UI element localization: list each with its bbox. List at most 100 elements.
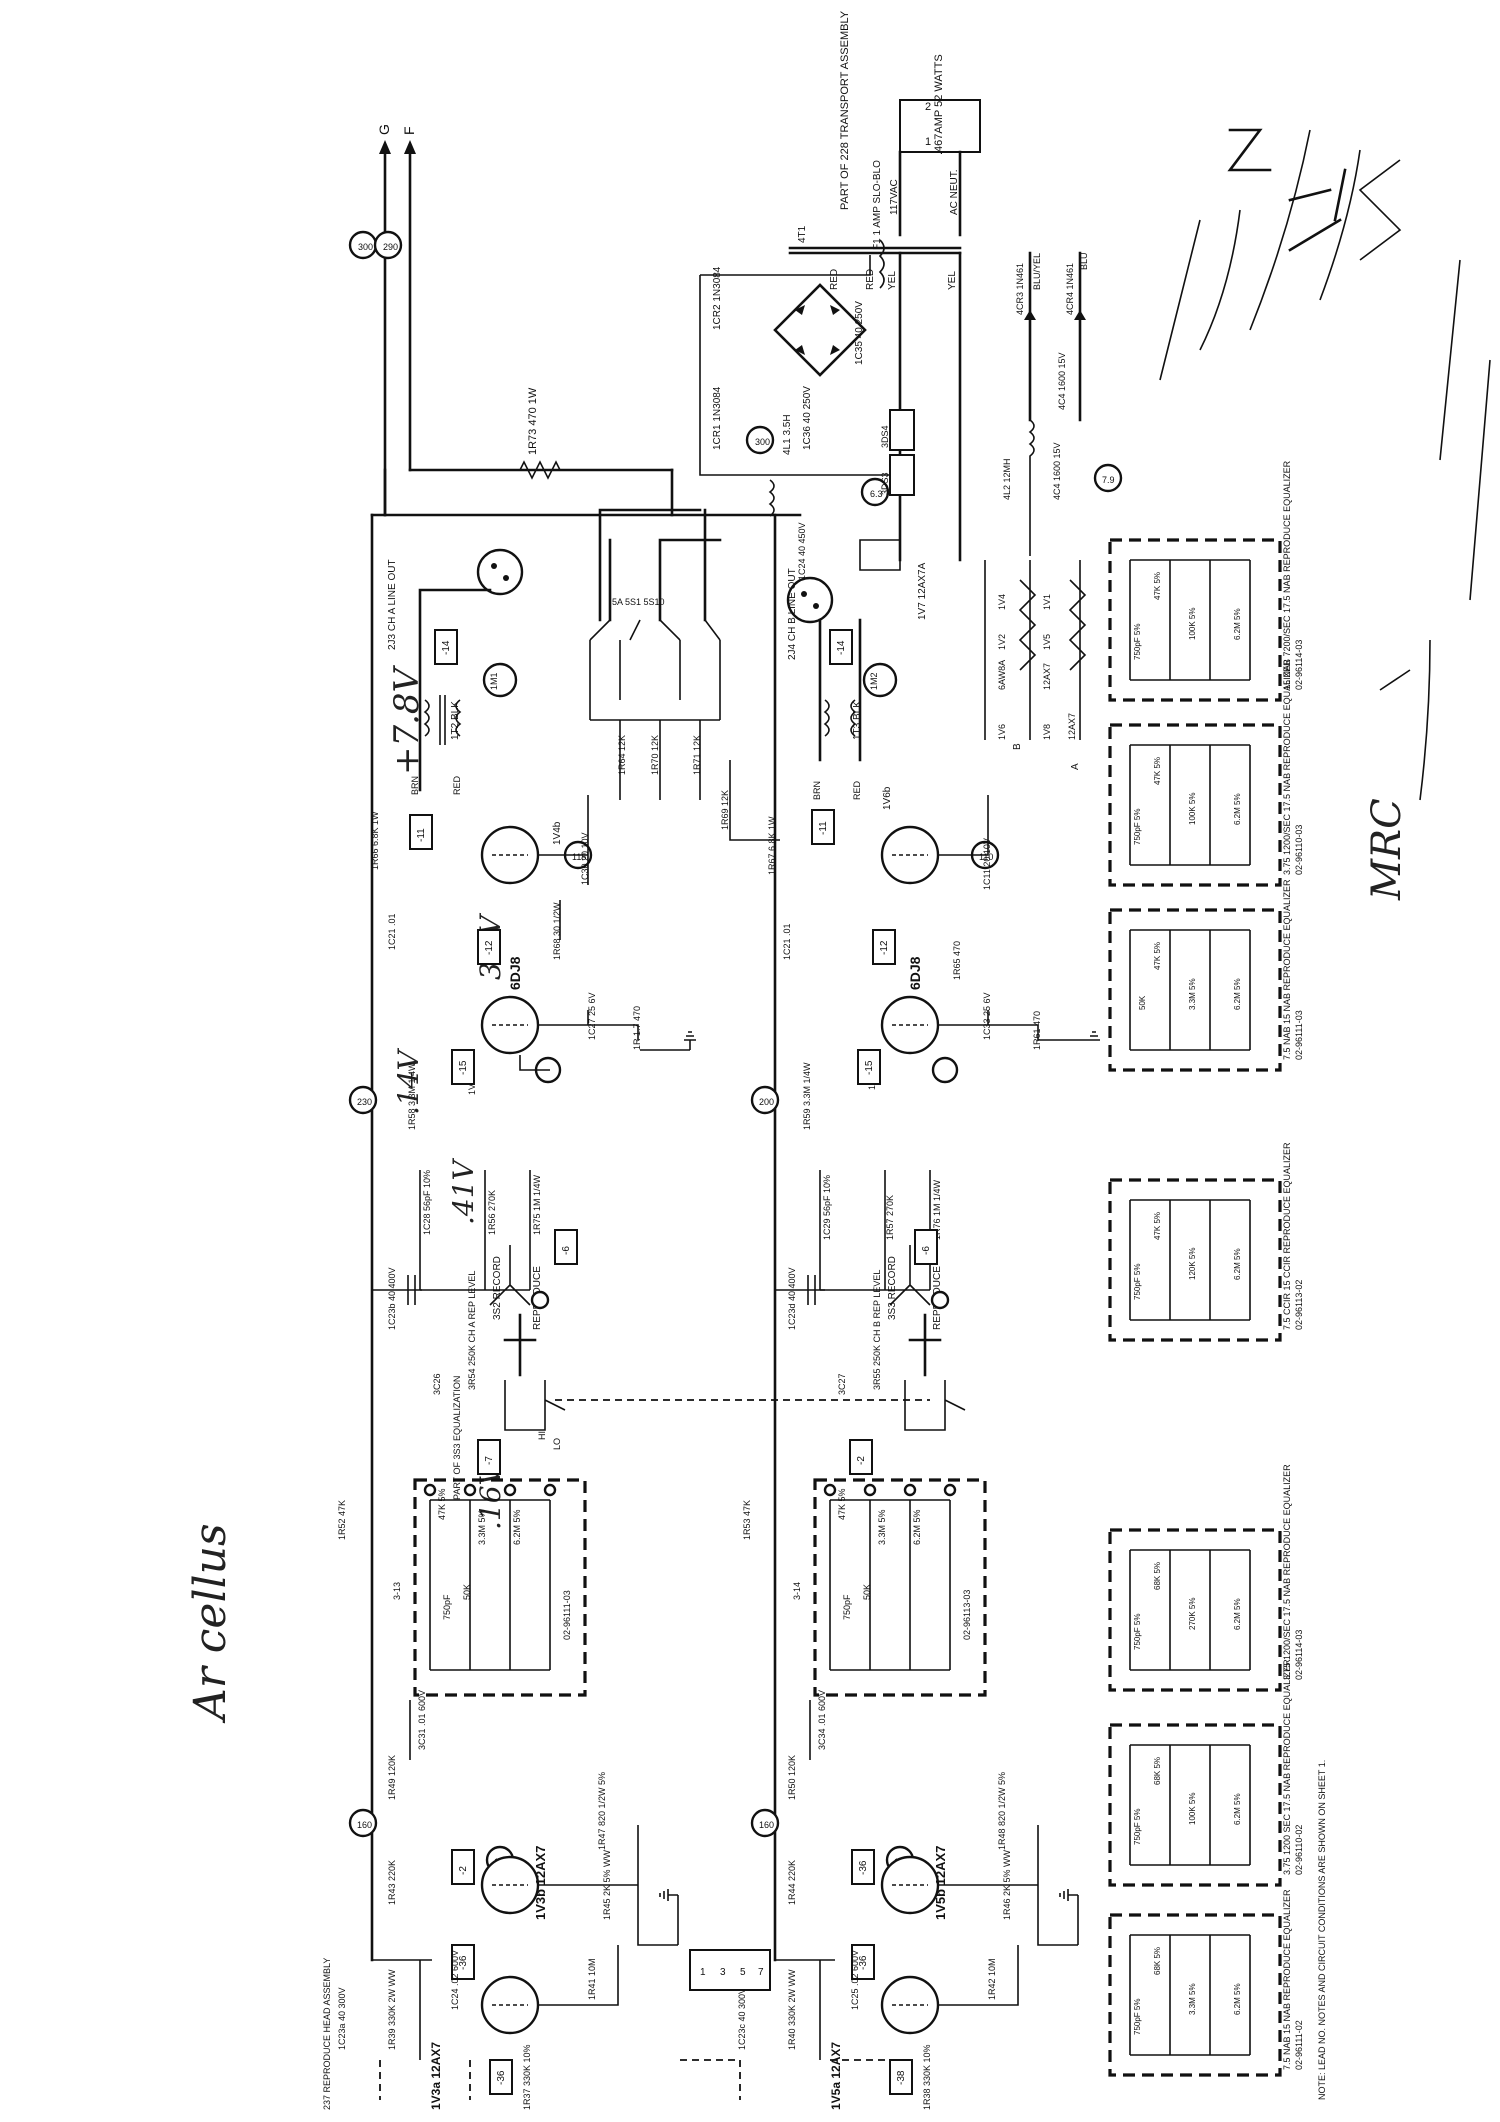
svg-text:1C25 .02 600V: 1C25 .02 600V <box>850 1950 860 2010</box>
svg-text:100K 5%: 100K 5% <box>1188 1793 1197 1825</box>
svg-text:-7: -7 <box>484 1456 495 1465</box>
svg-text:1V6: 1V6 <box>997 724 1007 740</box>
svg-text:4C4 1600 15V: 4C4 1600 15V <box>1057 352 1067 410</box>
svg-text:47K 5%: 47K 5% <box>1153 572 1162 600</box>
svg-text:1R57 270K: 1R57 270K <box>885 1195 895 1240</box>
svg-text:3C27: 3C27 <box>837 1373 847 1395</box>
svg-text:3C34 .01 600V: 3C34 .01 600V <box>817 1690 827 1750</box>
svg-text:47K 5%: 47K 5% <box>837 1488 847 1520</box>
svg-text:6.2M 5%: 6.2M 5% <box>1233 1983 1242 2015</box>
svg-text:68K 5%: 68K 5% <box>1153 1947 1162 1975</box>
eq-modules: 15 NAB 7200/SEC 17.5 NAB REPRODUCE EQUAL… <box>1108 460 1327 2100</box>
svg-text:750pF 5%: 750pF 5% <box>1133 809 1142 845</box>
svg-text:160: 160 <box>357 1820 372 1830</box>
svg-text:7.5 NAB 15 NAB REPRODUCE EQUAL: 7.5 NAB 15 NAB REPRODUCE EQUALIZER <box>1282 879 1292 1060</box>
handwritten-scribbles <box>1159 129 1491 801</box>
svg-text:-14: -14 <box>836 640 847 655</box>
svg-text:50K: 50K <box>862 1584 872 1600</box>
svg-text:47K 5%: 47K 5% <box>1153 942 1162 970</box>
svg-text:200: 200 <box>759 1097 774 1107</box>
svg-text:6.2M 5%: 6.2M 5% <box>512 1509 522 1545</box>
svg-text:YEL: YEL <box>887 271 898 290</box>
label-4t1: 4T1 <box>797 225 808 243</box>
svg-text:-15: -15 <box>458 1060 469 1075</box>
ground-symbols <box>659 1031 1100 1901</box>
svg-text:7.5 CCIR 15 CCIR REPRODUCE EQU: 7.5 CCIR 15 CCIR REPRODUCE EQUALIZER <box>1282 1142 1292 1330</box>
svg-text:02-96111-02: 02-96111-02 <box>1294 2020 1304 2070</box>
channel-b: 2J4 CH B LINE OUT 1M2 -14 1T3 BLK BRN RE… <box>720 522 1088 2110</box>
arrow-label-f: F <box>401 126 417 135</box>
label-fuse: F1 1 AMP SLO-BLO <box>872 160 883 250</box>
svg-text:3R54 250K CH A REP LEVEL: 3R54 250K CH A REP LEVEL <box>467 1271 477 1390</box>
svg-text:7.9: 7.9 <box>1102 475 1115 485</box>
svg-text:1C24 40 450V: 1C24 40 450V <box>797 522 807 580</box>
svg-text:02-96111-03: 02-96111-03 <box>1294 1010 1304 1060</box>
label-r73: 1R73 470 1W <box>527 387 539 455</box>
svg-text:1V3b 12AX7: 1V3b 12AX7 <box>533 1846 548 1920</box>
svg-text:-14: -14 <box>441 640 452 655</box>
svg-text:-36: -36 <box>458 1955 469 1970</box>
handwritten-marks <box>1227 128 1347 252</box>
svg-text:1R65 470: 1R65 470 <box>952 941 962 980</box>
svg-text:1R39 330K 2W WW: 1R39 330K 2W WW <box>387 1969 397 2050</box>
power-supply: 1 2 PART OF 228 TRANSPORT ASSEMBLY .467A… <box>699 10 1089 770</box>
svg-text:4CR3 1N461: 4CR3 1N461 <box>1015 263 1025 315</box>
svg-text:2J4 CH B LINE OUT: 2J4 CH B LINE OUT <box>787 568 798 660</box>
svg-text:1R52 47K: 1R52 47K <box>337 1500 347 1540</box>
svg-text:750pF 5%: 750pF 5% <box>1133 1614 1142 1650</box>
svg-text:3.75 1200/SEC 17.5 NAB REPRODU: 3.75 1200/SEC 17.5 NAB REPRODUCE EQUALIZ… <box>1282 659 1292 875</box>
svg-text:110: 110 <box>979 852 993 862</box>
eq-module-b <box>813 1478 987 1697</box>
bridge-rectifier <box>773 283 867 377</box>
svg-text:3: 3 <box>720 1967 726 1978</box>
svg-text:1R49 120K: 1R49 120K <box>387 1755 397 1800</box>
svg-text:-6: -6 <box>561 1246 572 1255</box>
svg-text:2: 2 <box>925 101 931 113</box>
svg-text:1R47 820 1/2W 5%: 1R47 820 1/2W 5% <box>597 1772 607 1850</box>
svg-text:B: B <box>1012 743 1023 750</box>
svg-text:3.3M 5%: 3.3M 5% <box>1188 1983 1197 2015</box>
channel-a: 2J3 CH A LINE OUT 1M1 -14 1T2 BLK BRN RE… <box>322 508 930 2110</box>
svg-text:7.5 NAB 15 NAB REPRODUCE EQUAL: 7.5 NAB 15 NAB REPRODUCE EQUALIZER <box>1282 1889 1292 2070</box>
svg-text:3S2 RECORD: 3S2 RECORD <box>492 1256 503 1320</box>
svg-text:1R66 6.8K 1W: 1R66 6.8K 1W <box>370 811 380 870</box>
svg-text:1R38 330K 10%: 1R38 330K 10% <box>922 2044 932 2110</box>
svg-text:1C21 .01: 1C21 .01 <box>782 923 792 960</box>
svg-text:1C23a 40 300V: 1C23a 40 300V <box>337 1987 347 2050</box>
svg-text:3.75 1200/SEC 17.5 NAB REPRODU: 3.75 1200/SEC 17.5 NAB REPRODUCE EQUALIZ… <box>1282 1464 1292 1680</box>
svg-text:3.75 1200 SEC 17.5 NAB REPRODU: 3.75 1200 SEC 17.5 NAB REPRODUCE EQUALIZ… <box>1282 1659 1292 1875</box>
svg-text:A: A <box>1070 763 1081 770</box>
svg-text:6.2M 5%: 6.2M 5% <box>1233 1598 1242 1630</box>
svg-text:50K: 50K <box>1138 995 1147 1010</box>
transport-connector <box>899 99 981 153</box>
svg-text:47K 5%: 47K 5% <box>1153 757 1162 785</box>
svg-text:3.3M 5%: 3.3M 5% <box>877 1509 887 1545</box>
svg-text:4C4 1600 15V: 4C4 1600 15V <box>1052 442 1062 500</box>
svg-text:237 REPRODUCE HEAD ASSEMBLY: 237 REPRODUCE HEAD ASSEMBLY <box>322 1958 332 2110</box>
svg-text:02-96113-03: 02-96113-03 <box>962 1590 972 1640</box>
svg-text:6DJ8: 6DJ8 <box>507 956 523 990</box>
svg-text:02-96114-03: 02-96114-03 <box>1294 1630 1304 1680</box>
svg-text:1R70 12K: 1R70 12K <box>650 735 660 775</box>
svg-text:12AX7: 12AX7 <box>1042 663 1052 690</box>
head-connector <box>689 1949 771 1991</box>
svg-text:1C28 56pF 10%: 1C28 56pF 10% <box>422 1170 432 1235</box>
label-ac-neut: AC NEUT. <box>949 169 960 215</box>
svg-text:1R64 12K: 1R64 12K <box>617 735 627 775</box>
svg-text:750pF: 750pF <box>842 1594 852 1620</box>
svg-text:68K 5%: 68K 5% <box>1153 1757 1162 1785</box>
svg-text:-36: -36 <box>858 1955 869 1970</box>
svg-text:02-96111-03: 02-96111-03 <box>562 1590 572 1640</box>
svg-text:1R42 10M: 1R42 10M <box>987 1958 997 2000</box>
resistor-r73 <box>519 460 561 480</box>
svg-text:1C27 25 6V: 1C27 25 6V <box>587 992 597 1040</box>
svg-text:-11: -11 <box>818 821 829 835</box>
svg-text:1R48 820 1/2W 5%: 1R48 820 1/2W 5% <box>997 1772 1007 1850</box>
svg-text:4L1 3.5H: 4L1 3.5H <box>782 414 793 455</box>
svg-text:1V7 12AX7A: 1V7 12AX7A <box>917 562 928 620</box>
svg-text:290: 290 <box>383 242 398 252</box>
label-117vac: 117VAC <box>889 179 900 215</box>
svg-text:120K 5%: 120K 5% <box>1188 1248 1197 1280</box>
svg-text:1V6b: 1V6b <box>882 786 893 810</box>
